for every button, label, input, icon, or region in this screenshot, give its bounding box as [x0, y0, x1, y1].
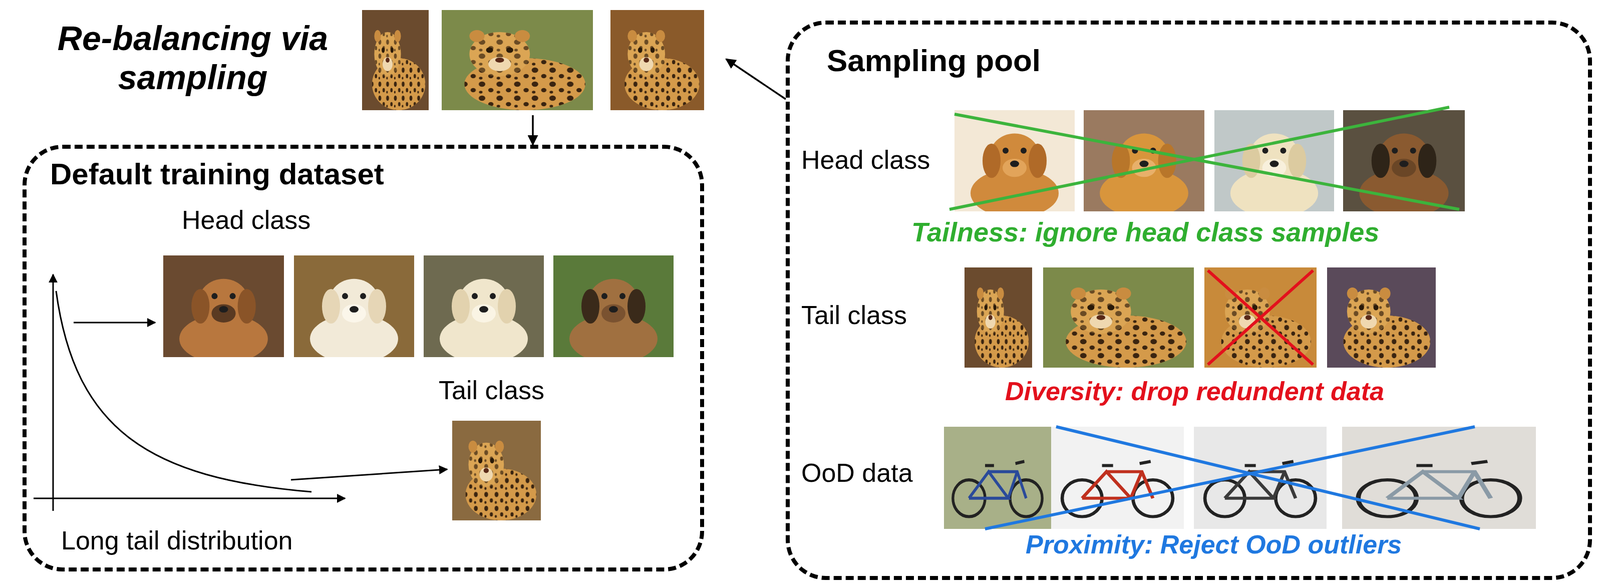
dog-photo [423, 255, 544, 364]
node-title: Sampling pool [826, 42, 1041, 79]
leopard-photo [452, 420, 541, 521]
row-label: Head class [801, 145, 930, 176]
dog-photo [1083, 110, 1205, 218]
dog-photo [553, 255, 674, 364]
node-title: Re-balancing via sampling [30, 18, 356, 97]
axis-label: Long tail distribution [61, 525, 293, 556]
row-label: Tail class [438, 375, 545, 406]
row-label: OoD data [801, 458, 913, 489]
leopard-photo [362, 10, 429, 111]
blue-cross [985, 426, 1480, 529]
dataset-region: Default training dataset [22, 144, 705, 572]
bike-photo [1342, 426, 1536, 529]
criterion-caption: Proximity: Reject OoD outliers [1025, 529, 1402, 560]
dog-photo [163, 255, 284, 364]
leopard-photo [1204, 267, 1317, 368]
bike-photo [943, 426, 1052, 529]
green-cross [949, 107, 1460, 210]
arrow-connector [726, 59, 786, 100]
long-tail-chart [33, 274, 448, 511]
criterion-caption: Tailness: ignore head class samples [911, 216, 1380, 248]
bike-photo [1193, 426, 1327, 529]
dog-photo [293, 255, 415, 364]
row-label: Tail class [801, 300, 907, 331]
red-cross [1207, 270, 1314, 365]
leopard-photo [441, 10, 593, 111]
leopard-photo [610, 10, 705, 111]
criterion-caption: Diversity: drop redundent data [1005, 376, 1385, 407]
arrow-connector [531, 115, 534, 145]
leopard-photo [1043, 267, 1194, 368]
leopard-photo [964, 267, 1033, 368]
pool-region: Sampling pool [785, 20, 1592, 580]
rebalancing-group: Re-balancing via sampling [15, 7, 727, 116]
row-label: Head class [181, 205, 311, 236]
leopard-photo [1327, 267, 1436, 368]
dog-photo [1214, 110, 1335, 218]
node-title: Default training dataset [50, 156, 385, 192]
